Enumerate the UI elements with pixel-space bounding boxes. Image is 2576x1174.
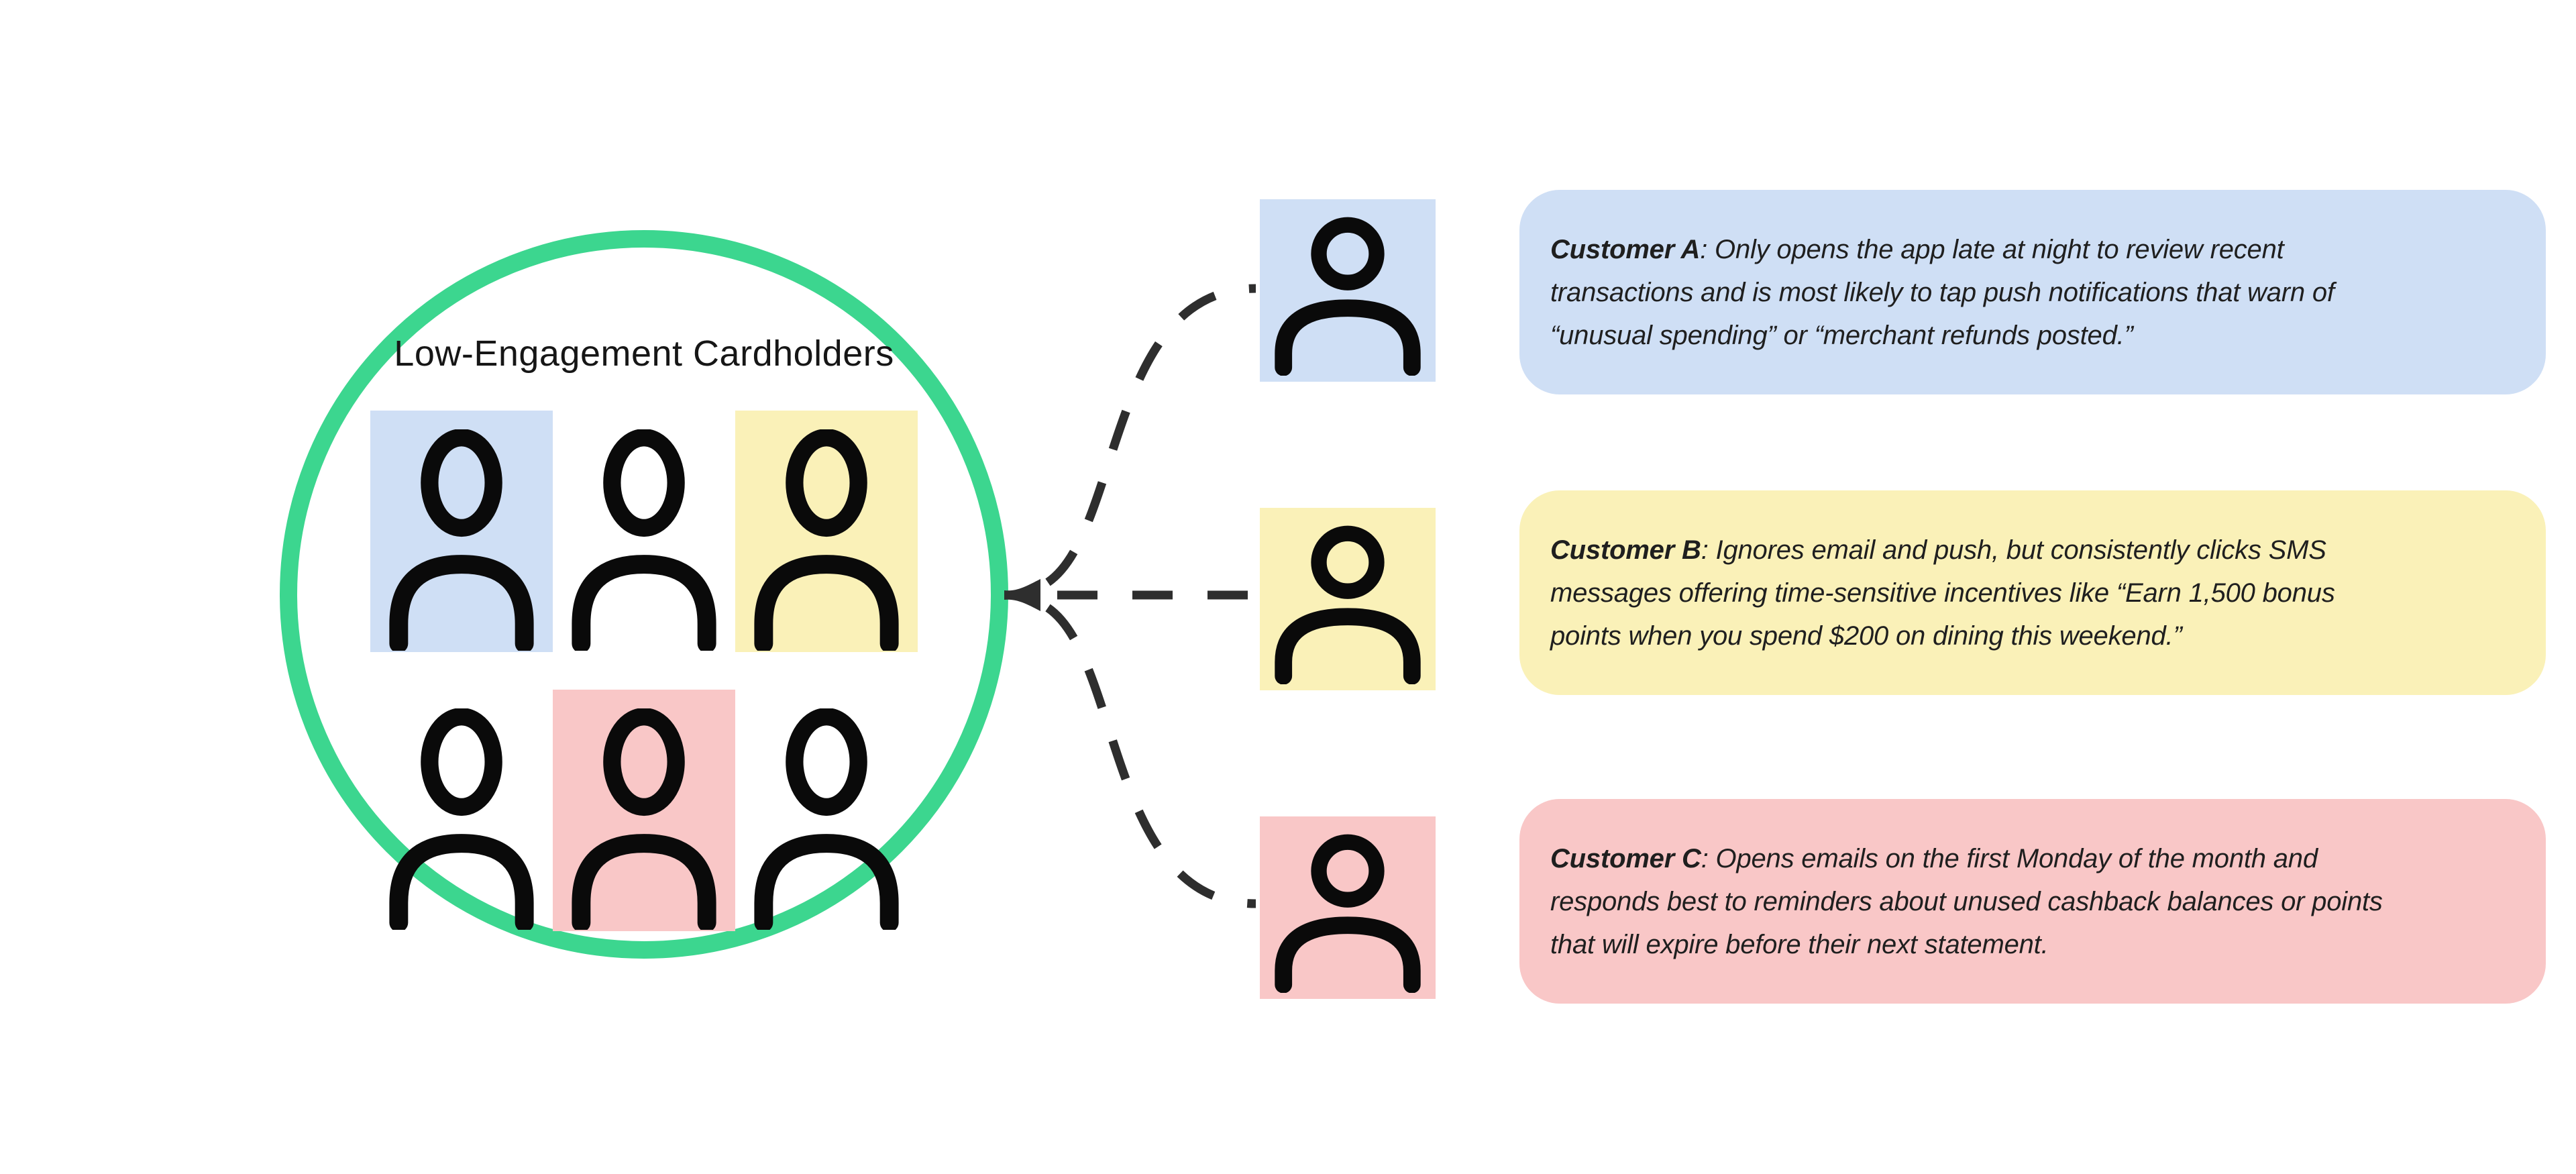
persona-text-line: messages offering time-sensitive incenti…	[1550, 578, 2335, 608]
person-icon	[389, 429, 534, 651]
persona-text-line: that will expire before their next state…	[1550, 929, 2049, 959]
persona-text: : Opens emails on the first Monday of th…	[1701, 843, 2318, 873]
person-icon	[572, 429, 716, 651]
persona-icon-box-customer-c	[1260, 816, 1436, 999]
cluster-label: Low-Engagement Cardholders	[394, 333, 894, 374]
persona-card-customer-b: Customer B: Ignores email and push, but …	[1519, 490, 2546, 695]
person-icon	[389, 708, 534, 930]
connector-customer-a	[1045, 284, 1256, 586]
branch-arrowhead	[1004, 579, 1040, 611]
persona-text-line: Customer B: Ignores email and push, but …	[1550, 529, 2472, 572]
persona-text-line: Customer A: Only opens the app late at n…	[1550, 228, 2472, 271]
persona-text-line: responds best to reminders about unused …	[1550, 886, 2383, 916]
persona-icon-box-customer-a	[1260, 199, 1436, 382]
persona-text-line: points when you spend $200 on dining thi…	[1550, 621, 2182, 651]
cluster-member	[370, 690, 553, 931]
persona-label: Customer B	[1550, 535, 1701, 565]
persona-label: Customer C	[1550, 843, 1701, 873]
persona-icon-box-customer-b	[1260, 508, 1436, 690]
cluster-member	[553, 411, 735, 652]
persona-text: : Only opens the app late at night to re…	[1700, 234, 2284, 264]
persona-text-line: “unusual spending” or “merchant refunds …	[1550, 320, 2133, 350]
person-icon	[754, 708, 899, 930]
persona-label: Customer A	[1550, 234, 1701, 264]
persona-card-customer-a: Customer A: Only opens the app late at n…	[1519, 190, 2546, 394]
cluster-member	[735, 411, 918, 652]
person-icon	[1275, 217, 1421, 376]
persona-text: : Ignores email and push, but consistent…	[1701, 535, 2326, 565]
persona-card-customer-c: Customer C: Opens emails on the first Mo…	[1519, 799, 2546, 1004]
cluster-member	[735, 690, 918, 931]
person-icon	[572, 708, 716, 930]
person-icon	[1275, 525, 1421, 684]
person-icon	[754, 429, 899, 651]
person-icon	[1275, 834, 1421, 993]
cluster-member	[553, 690, 735, 931]
cluster-member	[370, 411, 553, 652]
cluster-circle	[280, 230, 1008, 959]
persona-text-line: transactions and is most likely to tap p…	[1550, 277, 2334, 307]
connector-customer-c	[1045, 604, 1256, 908]
persona-text-line: Customer C: Opens emails on the first Mo…	[1550, 837, 2472, 880]
